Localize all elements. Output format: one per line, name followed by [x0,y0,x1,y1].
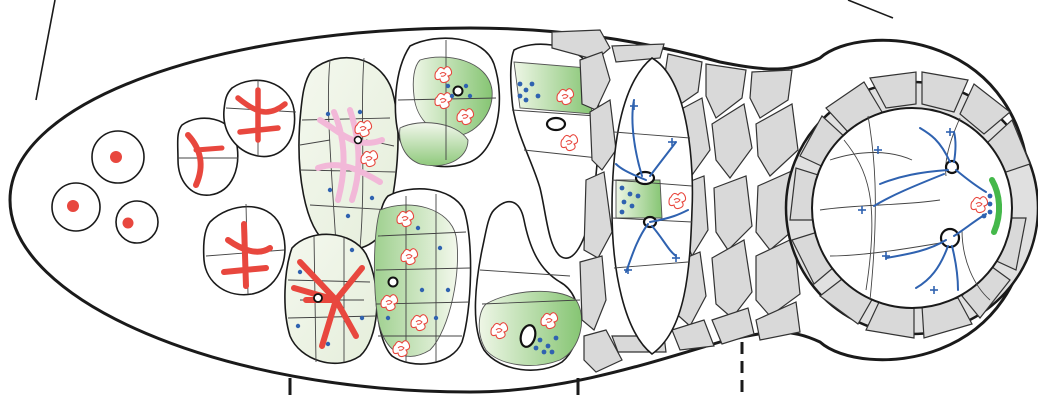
spectrosome [67,200,79,212]
spectrosome [110,151,122,163]
cystoblast [116,201,158,243]
cyst-oocyte-specification [395,38,499,166]
stage-1-egg-chamber [786,72,1038,338]
cyst-tall-lower [374,189,470,364]
lens-shaped-cyst [612,58,692,354]
stem-cell-group [52,131,158,243]
context-line-right [848,0,893,18]
eight-cell-cyst [204,204,285,295]
sixteen-cell-cyst-fusome [285,234,377,363]
context-line-left [36,0,55,100]
spectrosome [123,218,134,229]
